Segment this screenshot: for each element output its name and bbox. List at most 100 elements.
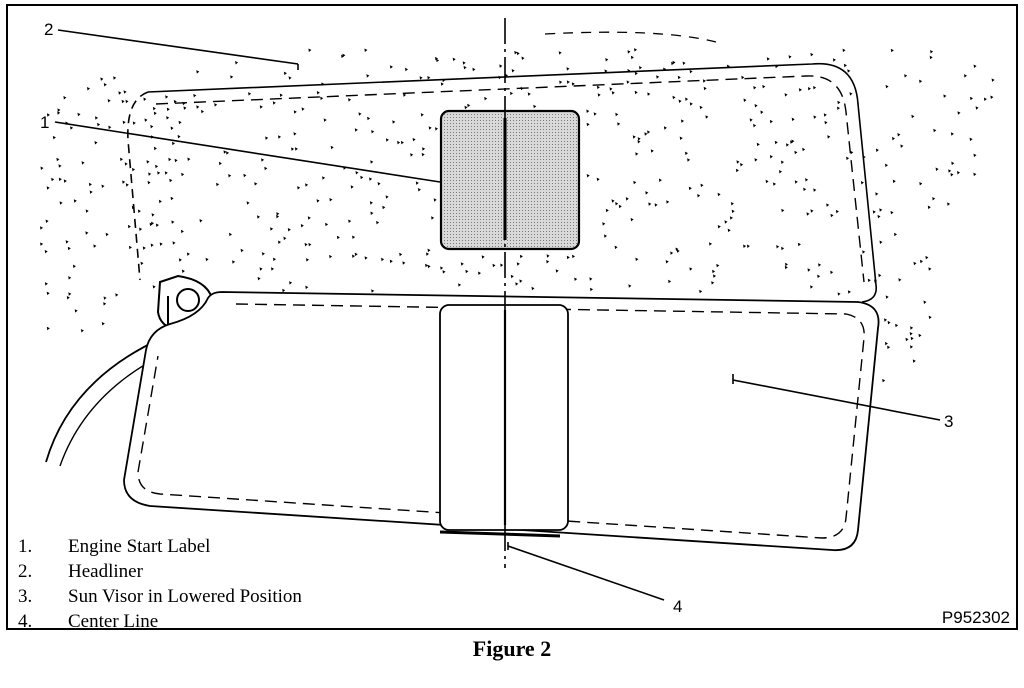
headliner-dot xyxy=(149,222,153,227)
headliner-stipple xyxy=(40,48,995,383)
headliner-dot xyxy=(279,93,283,97)
headliner-dot xyxy=(428,126,432,130)
headliner-dot xyxy=(615,112,619,117)
headliner-dot xyxy=(322,176,326,180)
headliner-dot xyxy=(235,61,239,65)
headliner-dot xyxy=(289,281,293,285)
headliner-dot xyxy=(124,162,128,166)
leader-lines xyxy=(54,29,941,601)
headliner-dot xyxy=(58,164,62,168)
headliner-dot xyxy=(826,203,830,207)
headliner-dot xyxy=(630,217,634,222)
headliner-dot xyxy=(645,191,649,195)
headliner-dot xyxy=(412,137,416,142)
headliner-dot xyxy=(510,91,513,96)
headliner-dot xyxy=(875,148,879,152)
headliner-dot xyxy=(261,158,265,162)
headliner-dot xyxy=(370,160,374,164)
headliner-dot xyxy=(753,86,757,90)
headliner-dot xyxy=(566,80,570,84)
headliner-dot xyxy=(531,286,535,291)
headliner-dot xyxy=(546,260,550,264)
headliner-dot xyxy=(481,255,485,259)
headliner-dot xyxy=(685,151,688,156)
headliner-dot xyxy=(681,119,684,123)
headliner-dot xyxy=(151,221,154,226)
headliner-dot xyxy=(872,210,876,214)
headliner-dot xyxy=(596,85,600,90)
headliner-dot xyxy=(223,150,227,154)
headliner-dot xyxy=(774,140,778,145)
headliner-dot xyxy=(918,333,922,338)
headliner-dot xyxy=(807,268,811,272)
headliner-dot xyxy=(973,64,977,68)
headliner-dot xyxy=(40,242,44,246)
headliner-dot xyxy=(371,289,375,293)
headliner-dot xyxy=(911,114,915,119)
headliner-dot xyxy=(784,93,788,97)
headliner-dot xyxy=(951,161,955,166)
headliner-dot xyxy=(377,182,381,186)
headliner-dot xyxy=(590,287,593,292)
legend-number: 3. xyxy=(18,585,33,607)
headliner-dot xyxy=(178,120,182,125)
headliner-dot xyxy=(417,188,421,192)
headliner-dot xyxy=(685,97,689,101)
legend-label: Headliner xyxy=(68,560,143,582)
headliner-dot xyxy=(850,150,854,155)
headliner-dot xyxy=(705,115,709,119)
callout-2: 2 xyxy=(44,20,54,39)
headliner-dot xyxy=(257,276,261,281)
headliner-dot xyxy=(164,171,168,175)
headliner-dot xyxy=(791,139,795,143)
headliner-dot xyxy=(308,48,312,52)
headliner-dot xyxy=(389,259,393,264)
callout-4: 4 xyxy=(673,597,683,616)
headliner-dot xyxy=(663,126,667,130)
headliner-dot xyxy=(196,105,200,109)
headliner-dot xyxy=(928,267,932,271)
headliner-dot xyxy=(230,75,234,79)
headliner-dot xyxy=(177,134,181,139)
headliner-dot xyxy=(626,80,630,84)
headliner-dot xyxy=(730,202,734,206)
headliner-dot xyxy=(381,257,385,262)
headliner-dot xyxy=(316,91,320,95)
headliner-dot xyxy=(308,242,312,247)
headliner-dot xyxy=(516,262,520,266)
headliner-dot xyxy=(68,292,72,296)
headliner-dot xyxy=(132,121,136,125)
headliner-dot xyxy=(743,244,747,248)
headliner-dot xyxy=(879,240,883,244)
headliner-dot xyxy=(717,192,721,197)
headliner-dot xyxy=(835,209,839,214)
headliner-dot xyxy=(878,273,882,278)
headliner-dot xyxy=(46,326,50,331)
headliner-dot xyxy=(282,288,286,293)
headliner-dot xyxy=(827,135,831,139)
headliner-dot xyxy=(169,178,173,183)
headliner-dot xyxy=(150,243,154,247)
headliner-dot xyxy=(155,223,159,227)
headliner-dot xyxy=(890,210,894,215)
headliner-dot xyxy=(702,79,706,83)
headliner-dot xyxy=(656,75,660,79)
headliner-dot xyxy=(634,48,637,52)
headliner-dot xyxy=(890,48,894,53)
headliner-dot xyxy=(727,228,731,233)
headliner-dot xyxy=(647,92,651,96)
headliner-dot xyxy=(427,248,431,253)
headliner-dot xyxy=(602,222,606,226)
figure-id: P952302 xyxy=(941,608,1010,627)
headliner-dot xyxy=(113,76,117,80)
headliner-dot xyxy=(271,267,274,271)
headliner-dot xyxy=(385,138,389,142)
headliner-dot xyxy=(80,329,84,333)
headliner-dot xyxy=(400,140,404,145)
headliner-dot xyxy=(158,199,162,204)
headliner-dot xyxy=(170,126,174,130)
headliner-dot xyxy=(89,190,93,194)
headliner-dot xyxy=(115,293,119,297)
headliner-dot xyxy=(671,61,675,66)
headliner-dot xyxy=(415,181,419,185)
